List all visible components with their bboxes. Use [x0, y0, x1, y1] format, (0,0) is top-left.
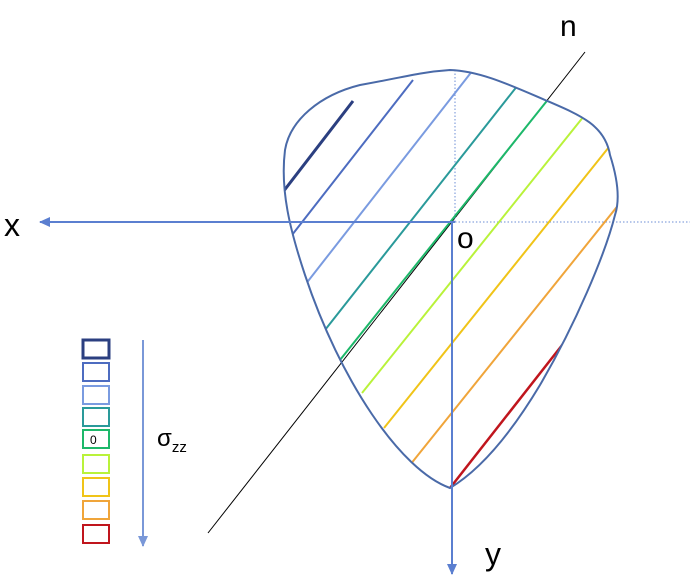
sigma-zz-label: σzz — [157, 425, 187, 456]
legend-swatch-5 — [82, 429, 110, 449]
y-axis-label: y — [485, 536, 501, 572]
legend-swatch-3 — [82, 385, 110, 405]
legend-zero-label: 0 — [90, 433, 97, 447]
legend-swatch-8 — [82, 500, 110, 520]
legend-swatch-6 — [82, 454, 110, 474]
stress-line-3 — [304, 70, 474, 286]
x-axis-label: x — [4, 207, 20, 243]
stress-lines — [283, 70, 618, 488]
legend-swatch-2 — [82, 362, 110, 382]
legend-swatch-4 — [82, 407, 110, 427]
stress-line-5 — [339, 96, 551, 361]
legend-swatch-1 — [81, 338, 111, 360]
origin-label: o — [457, 222, 474, 255]
stress-line-1 — [283, 100, 355, 193]
stress-line-6 — [361, 115, 585, 394]
stress-line-8 — [409, 202, 618, 466]
stress-line-2 — [291, 79, 414, 236]
stress-line-7 — [383, 146, 610, 429]
legend-swatch-7 — [82, 477, 110, 497]
cross-section-outline — [282, 68, 619, 490]
stress-line-4 — [324, 84, 519, 331]
stress-legend: 0 σzz — [81, 338, 187, 547]
legend-swatch-9 — [82, 524, 110, 544]
neutral-axis-label: n — [560, 10, 577, 43]
